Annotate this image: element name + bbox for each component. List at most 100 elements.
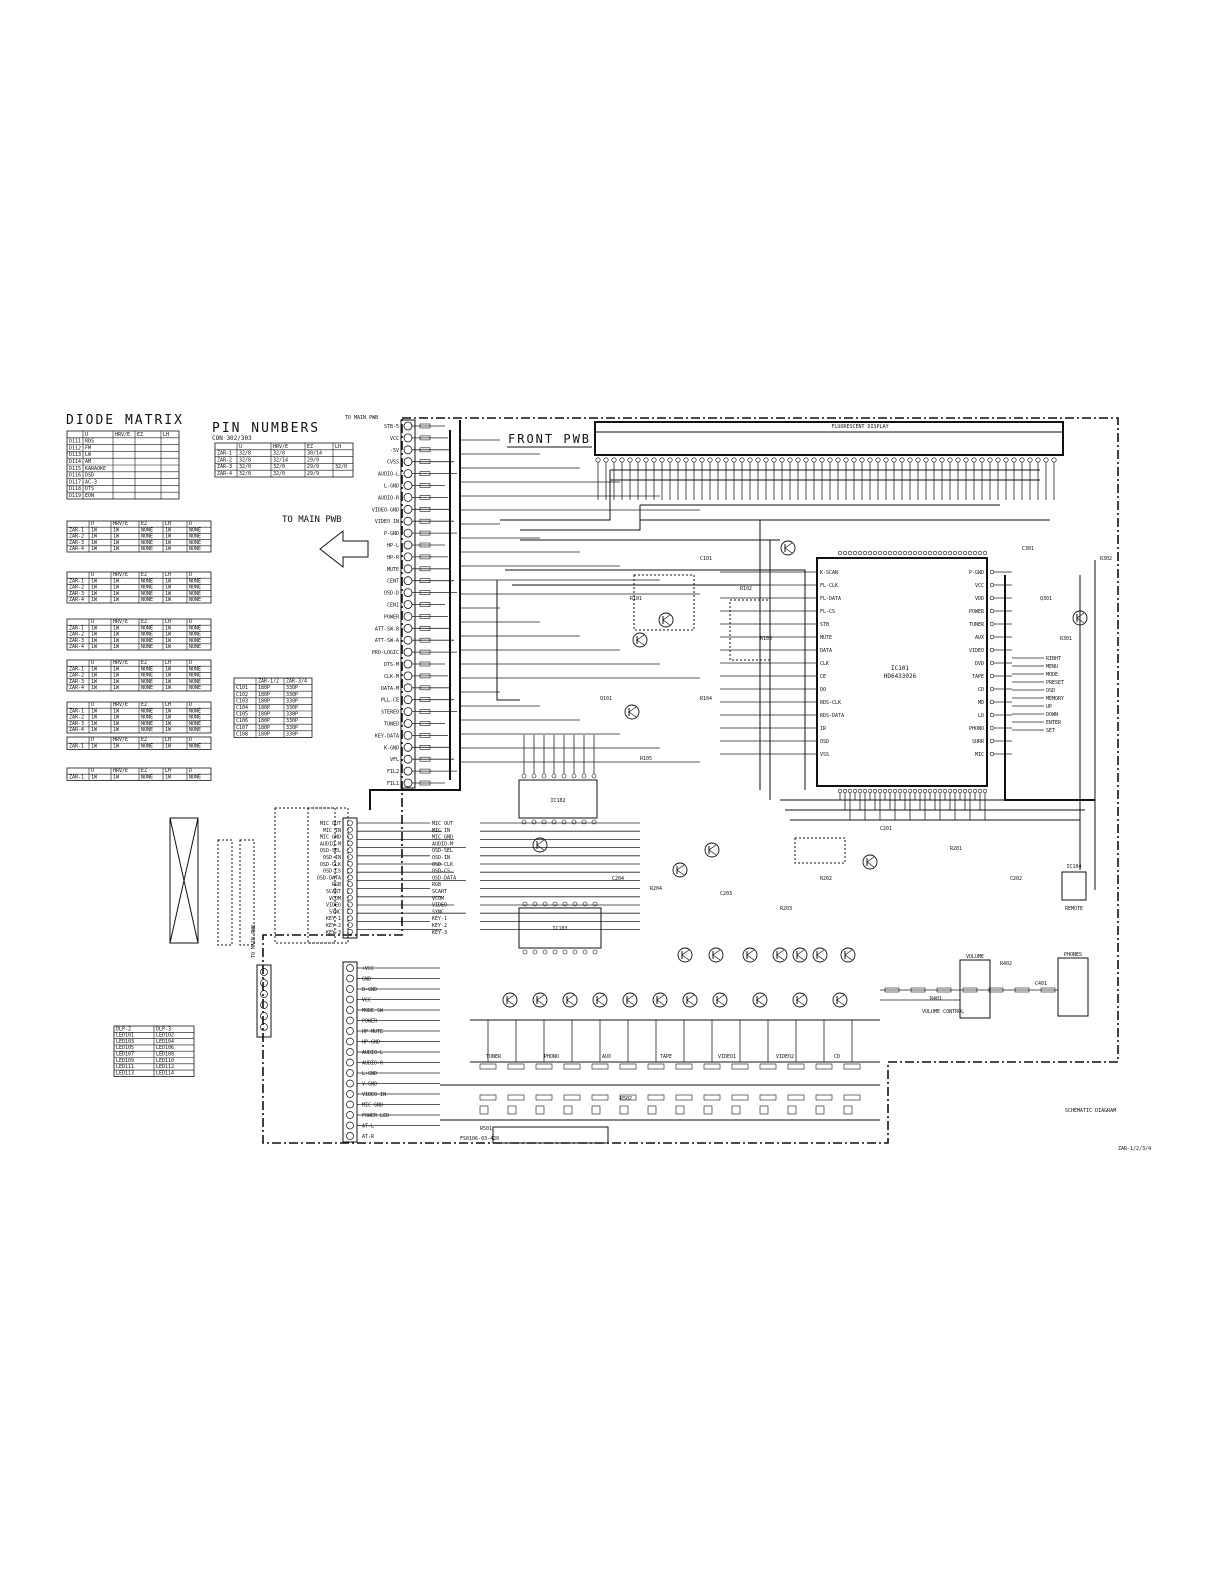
fl-pin (1011, 457, 1017, 463)
ic101-right-pin: VDD (975, 596, 984, 602)
model-note: ZAR-1/2/3/4 (1118, 1146, 1151, 1152)
led-legend-cell: LED108 (156, 1052, 174, 1058)
resistor-table-cell: 1W (165, 685, 172, 691)
transistor (780, 540, 796, 556)
connector-top-pin (403, 600, 413, 609)
connector-top-pin-label: FIL1 (387, 781, 399, 787)
resistor-table-cell: EZ (141, 521, 147, 527)
connector-top-pin-label: STEREO (381, 710, 399, 716)
connector-top-pin (403, 754, 413, 764)
fl-pin (763, 457, 769, 463)
key-label: DOWN (1046, 712, 1058, 718)
component-ref: C101 (700, 556, 712, 562)
fl-pin (891, 457, 897, 463)
resistor-table-cell: D (189, 702, 192, 708)
resistor-table-cell: ZAR-4 (69, 727, 84, 733)
fl-pin (611, 457, 617, 463)
resistor-table-cell: NONE (141, 625, 153, 631)
connector-top-pin (403, 433, 413, 443)
transistor (752, 992, 768, 1008)
connector-top-pin (403, 457, 413, 467)
resistor-table-cell: EZ (141, 768, 147, 774)
connector-top-pin-label: DATA-M (381, 686, 399, 692)
component-ref: R402 (1000, 961, 1012, 967)
resistor-table-cell: NONE (141, 743, 153, 749)
to-main-pwb-label: TO MAIN PWB (282, 515, 342, 525)
diode-matrix-cell: D115 (69, 466, 81, 472)
resistor-table-cell: 1W (113, 546, 120, 552)
connector-bottom-pin: POWER LED (362, 1113, 389, 1119)
mid-connector-net: OSD-IN (432, 855, 450, 861)
connector-top-pin (403, 635, 413, 645)
fl-pin (795, 457, 801, 463)
pin-numbers-cell: 32/8 (273, 451, 285, 457)
component-ref: R104 (700, 696, 712, 702)
resistor-table-cell: 1W (165, 534, 172, 540)
resistor-table-cell: 1W (91, 578, 98, 584)
source-led-label: CD (834, 1054, 840, 1060)
diode-matrix-cell: EZ (137, 432, 143, 438)
resistor-table-cell: 1W (91, 679, 98, 685)
resistor-table-cell: NONE (189, 540, 201, 546)
resistor-table-cell: ZAR-3 (69, 721, 84, 727)
ic101-right-pin: POWER (969, 609, 985, 615)
resistor-table-cell: ZAR-4 (69, 546, 84, 552)
resistor-table-cell: NONE (189, 708, 201, 714)
resistor-table-cell: ZAR-3 (69, 638, 84, 644)
fl-pin (731, 457, 737, 463)
diode-matrix-cell: D112 (69, 445, 81, 451)
mid-connector-pin: MIC GND (320, 835, 341, 841)
connector-top-pin-label: L-GND (384, 484, 399, 490)
ic101-left-pin: STB (820, 622, 829, 628)
connector-top-pin-label: AUDIO-L (378, 472, 399, 478)
fl-pin (827, 457, 833, 463)
connector-top-pin (403, 766, 413, 776)
mid-connector-net: OSD-CLK (432, 862, 453, 868)
pin-numbers-cell: U (239, 444, 242, 450)
resistor-table-cell: NONE (189, 591, 201, 597)
connector-top-pin (403, 445, 413, 455)
key-label: SET (1046, 728, 1055, 734)
fl-pin (659, 457, 665, 463)
ic101-left-pin: FL-CLK (820, 583, 838, 589)
connector-top-pin (403, 540, 413, 550)
transistor (532, 837, 548, 853)
connector-bottom-pin: MIC GND (362, 1103, 383, 1109)
fl-pin (851, 457, 857, 463)
resistor-table-cell: D (189, 660, 192, 666)
diode-matrix-cell: AC-3 (85, 479, 97, 485)
ic101-right-pin: VCC (975, 583, 984, 589)
resistor-table-cell: 1W (113, 625, 120, 631)
component-ref: R501 (480, 1126, 492, 1132)
resistor-table-cell: EZ (141, 619, 147, 625)
pin-numbers-cell: 32/8 (239, 457, 251, 463)
fl-pin (907, 457, 913, 463)
svg-text:VOLUME: VOLUME (966, 954, 984, 960)
resistor-table-cell: LH (165, 660, 171, 666)
resistor-table-cell: 1W (91, 708, 98, 714)
resistor-table-cell: EZ (141, 702, 147, 708)
pin-numbers-cell: ZAR-3 (217, 464, 232, 470)
diode-matrix-cell: D113 (69, 452, 81, 458)
resistor-table-cell: NONE (141, 673, 153, 679)
connector-top-title: TO MAIN PWB (345, 415, 378, 421)
main-pwb-connector-top: TO MAIN PWB STB-5VCC-5VCVSSAUDIO-LL-GNDA… (345, 415, 457, 789)
ic101-left-pin: CE (820, 674, 826, 680)
pin-numbers-cell: 32/8 (239, 451, 251, 457)
diode-matrix-cell: D117 (69, 479, 81, 485)
resistor-table-cell: U (91, 521, 94, 527)
mid-connector-pin: AUDIO-M (320, 841, 341, 847)
source-led-label: TAPE (660, 1054, 672, 1060)
connector-bottom-pin: GND (362, 977, 371, 983)
component-ref: R302 (1100, 556, 1112, 562)
key-label: RIBHT (1046, 656, 1061, 662)
capacitor-cell: C105 (236, 712, 248, 718)
mid-connector-pin: KEY-2 (326, 923, 341, 929)
resistor-table-cell: 1W (113, 666, 120, 672)
connector-top-pin (403, 421, 413, 431)
resistor-table-cell: HRV/E (113, 702, 128, 708)
component-ref: R103 (760, 636, 772, 642)
mid-connector-pin: VCOM (329, 896, 341, 902)
resistor-table-cell: NONE (189, 774, 201, 780)
transistor (532, 992, 548, 1008)
